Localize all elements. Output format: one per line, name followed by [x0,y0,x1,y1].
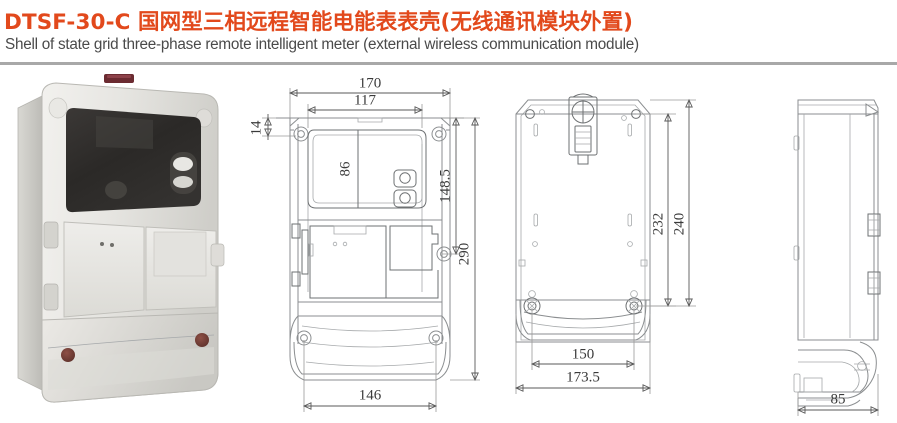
dimension-173-5: 173.5 [514,314,652,394]
dimension-240: 240 [650,98,696,308]
dimension-150: 150 [530,308,636,370]
rear-outline [515,93,651,343]
photo-lower-housing-bulge [48,347,214,390]
dimension-86: 86 [337,161,353,177]
dimension-148-5-label: 148.5 [437,169,453,203]
photo-left-side-face [17,95,43,391]
rear-view-drawing: 232 240 150 173.5 [490,74,720,420]
side-outline [793,99,881,407]
dimension-290: 290 [450,116,480,382]
photo-window-highlight [105,181,127,199]
photo-cover-dot-1 [100,242,104,246]
photo-terminal-cover-left [63,221,145,318]
photo-screw-left [61,348,75,362]
dimension-240-label: 240 [671,213,687,236]
dimension-146-label: 146 [359,387,382,403]
dimension-85-label: 85 [831,391,846,407]
photo-seal-lug-right [210,243,225,267]
front-view-drawing: 170 117 14 [246,74,486,420]
page-title: DTSF-30-C 国网型三相远程智能电能表表壳(无线通讯模块外置) [4,10,634,35]
dimension-173-5-label: 173.5 [566,369,600,385]
page-subtitle: Shell of state grid three-phase remote i… [5,36,639,53]
photo-lower-housing-seam [47,334,215,349]
photo-screw-right [195,333,209,347]
product-photo [8,72,246,420]
photo-indicator-upper [173,157,193,171]
dimension-150-label: 150 [572,346,595,362]
dimension-117-label: 117 [354,92,376,108]
dimension-170-label: 170 [359,75,382,91]
dimension-232-label: 232 [650,213,666,236]
front-outline [276,117,464,381]
photo-hinge-clip-upper [43,221,59,249]
photo-hinge-clip-lower [43,283,59,311]
dimension-117: 117 [306,92,424,128]
side-view-drawing: 85 [782,74,894,420]
header-divider [0,62,897,65]
dimension-14-label: 14 [248,120,264,136]
photo-window-internal-shape [96,116,153,149]
dimension-290-label: 290 [456,243,472,266]
dimension-170: 170 [288,75,452,126]
photo-cover-inset [153,231,207,277]
photo-top-seal-tab-highlight [107,75,131,78]
dimension-146: 146 [302,340,438,412]
dimension-86-label: 86 [337,161,353,177]
photo-cover-dot-2 [110,243,114,247]
photo-corner-boss-left [48,97,68,119]
photo-indicator-lower [173,176,193,188]
dimension-85: 85 [796,374,880,416]
dimension-232: 232 [636,112,676,308]
dimension-148-5: 148.5 [437,116,462,256]
